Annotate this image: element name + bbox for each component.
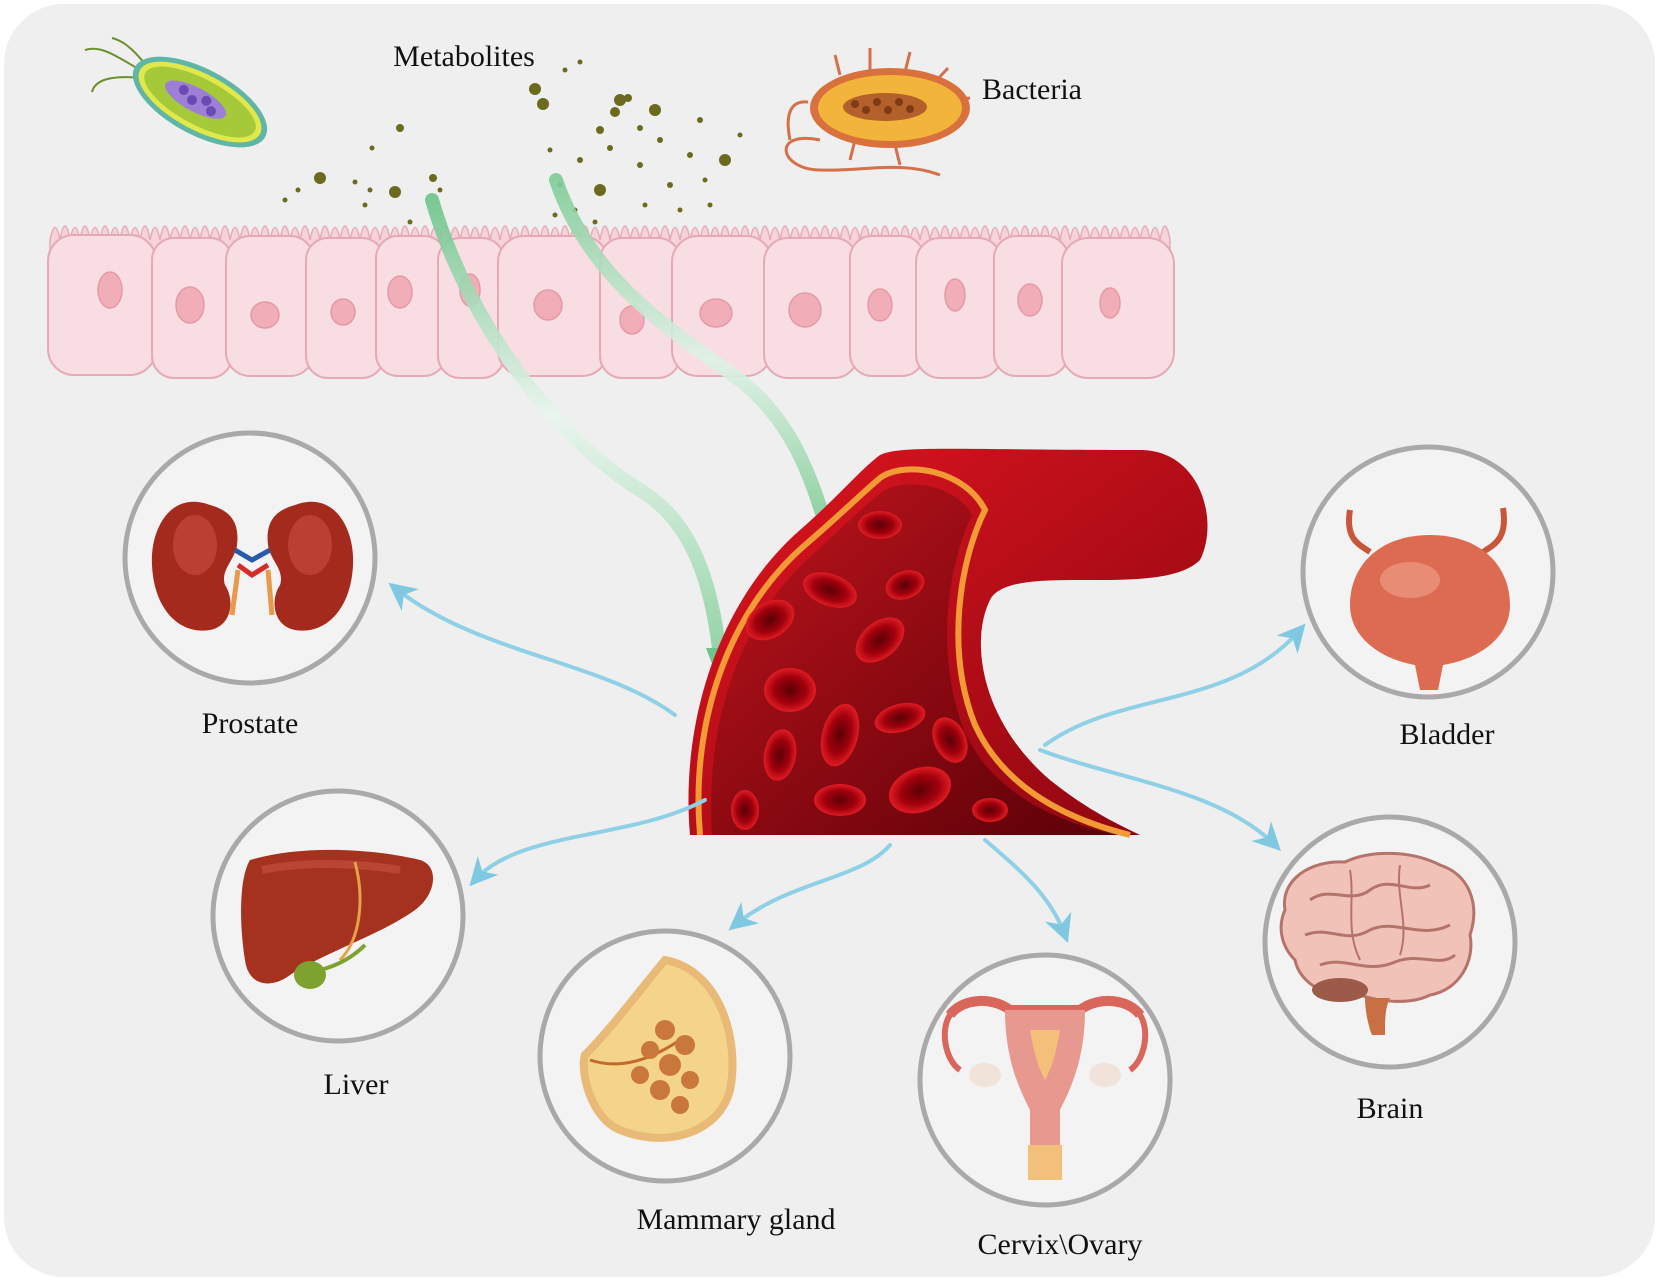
distribution-arrows — [388, 582, 1306, 943]
arrow-to-bladder — [1043, 623, 1306, 747]
liver-icon — [241, 849, 434, 989]
breast-icon — [579, 955, 737, 1142]
arrow-to-prostate — [388, 582, 677, 717]
brain-icon — [1279, 851, 1476, 1035]
arrow-to-brain — [1038, 748, 1281, 851]
uterus-icon — [941, 995, 1149, 1180]
label-bacteria: Bacteria — [982, 73, 1082, 106]
flagellated-bacterium-icon — [784, 48, 971, 177]
rod-bacterium-icon — [84, 37, 268, 148]
label-brain: Brain — [1356, 1092, 1424, 1125]
arrow-to-mammary — [728, 843, 892, 931]
label-bladder: Bladder — [1399, 718, 1495, 751]
label-cervix-ovary: Cervix\Ovary — [977, 1228, 1143, 1261]
arrow-to-liver — [469, 798, 707, 887]
blood-vessel-icon — [688, 448, 1208, 838]
arrow-to-cervix — [983, 838, 1072, 943]
green-arrow-left — [425, 193, 729, 687]
label-prostate: Prostate — [201, 707, 299, 740]
green-arrow-right — [549, 173, 837, 547]
bladder-icon — [1346, 507, 1510, 690]
label-liver: Liver — [323, 1068, 389, 1101]
intestinal-epithelium-icon — [47, 225, 1175, 379]
label-metabolites: Metabolites — [393, 40, 535, 73]
kidney-icon — [151, 501, 354, 631]
label-mammary-gland: Mammary gland — [636, 1203, 836, 1236]
